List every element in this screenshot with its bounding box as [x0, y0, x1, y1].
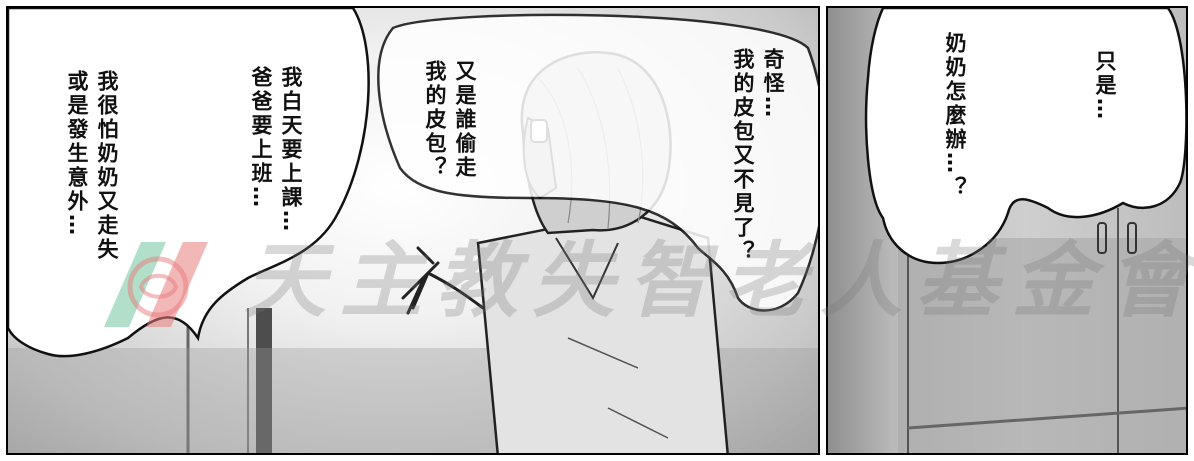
dialog-line: 又是誰偷走 — [453, 60, 477, 180]
watermark-text: 天主教失智老人基金會 — [244, 234, 1194, 329]
foundation-logo-icon — [104, 242, 208, 327]
logo-green-stripe — [104, 242, 166, 327]
raised-hand — [401, 246, 485, 315]
worry-line: 或是發生意外… — [65, 70, 89, 238]
scene-illustration-left — [8, 8, 818, 453]
only-text: 只是… — [1090, 50, 1120, 122]
wardrobe-handle — [1097, 222, 1107, 254]
speech-bubble-strange — [377, 13, 818, 312]
grandma-question-text: 奶奶怎麼辦…？ — [940, 32, 970, 200]
speech-bubble-worry — [8, 8, 370, 358]
worry-line: 我白天要上課… — [279, 66, 303, 234]
wardrobe-handle — [1127, 222, 1137, 254]
dialog-line: 奇怪… — [761, 48, 785, 120]
strange-text: 奇怪… 我的皮包又不見了？ — [728, 48, 788, 264]
worry-line: 我很怕奶奶又走失 — [95, 70, 119, 262]
door-edge — [256, 308, 272, 453]
worry-text-1: 我白天要上課… 爸爸要上班… — [246, 66, 306, 234]
watermark: 天主教失智老人基金會 — [96, 232, 1190, 342]
dialog-line: 我的皮包又不見了？ — [731, 48, 755, 264]
dialog-line: 只是… — [1093, 50, 1117, 122]
comic-panel-left: 我白天要上課… 爸爸要上班… 我很怕奶奶又走失 或是發生意外… 又是誰偷走 我的… — [6, 6, 820, 455]
logo-circle — [127, 256, 189, 318]
shirt-folds — [567, 337, 669, 439]
worry-line: 爸爸要上班… — [249, 66, 273, 210]
comic-panel-right — [826, 6, 1188, 455]
shelf-line — [907, 406, 1186, 430]
worry-text-2: 我很怕奶奶又走失 或是發生意外… — [62, 70, 122, 262]
scene-illustration-right — [864, 8, 1186, 453]
dialog-line: 奶奶怎麼辦…？ — [943, 32, 967, 200]
who-stole-text: 又是誰偷走 我的皮包？ — [420, 60, 480, 180]
speech-bubble-grandma — [864, 8, 1186, 265]
dialog-line: 我的皮包？ — [423, 60, 447, 180]
collar — [555, 237, 619, 301]
logo-swirl — [138, 273, 179, 299]
